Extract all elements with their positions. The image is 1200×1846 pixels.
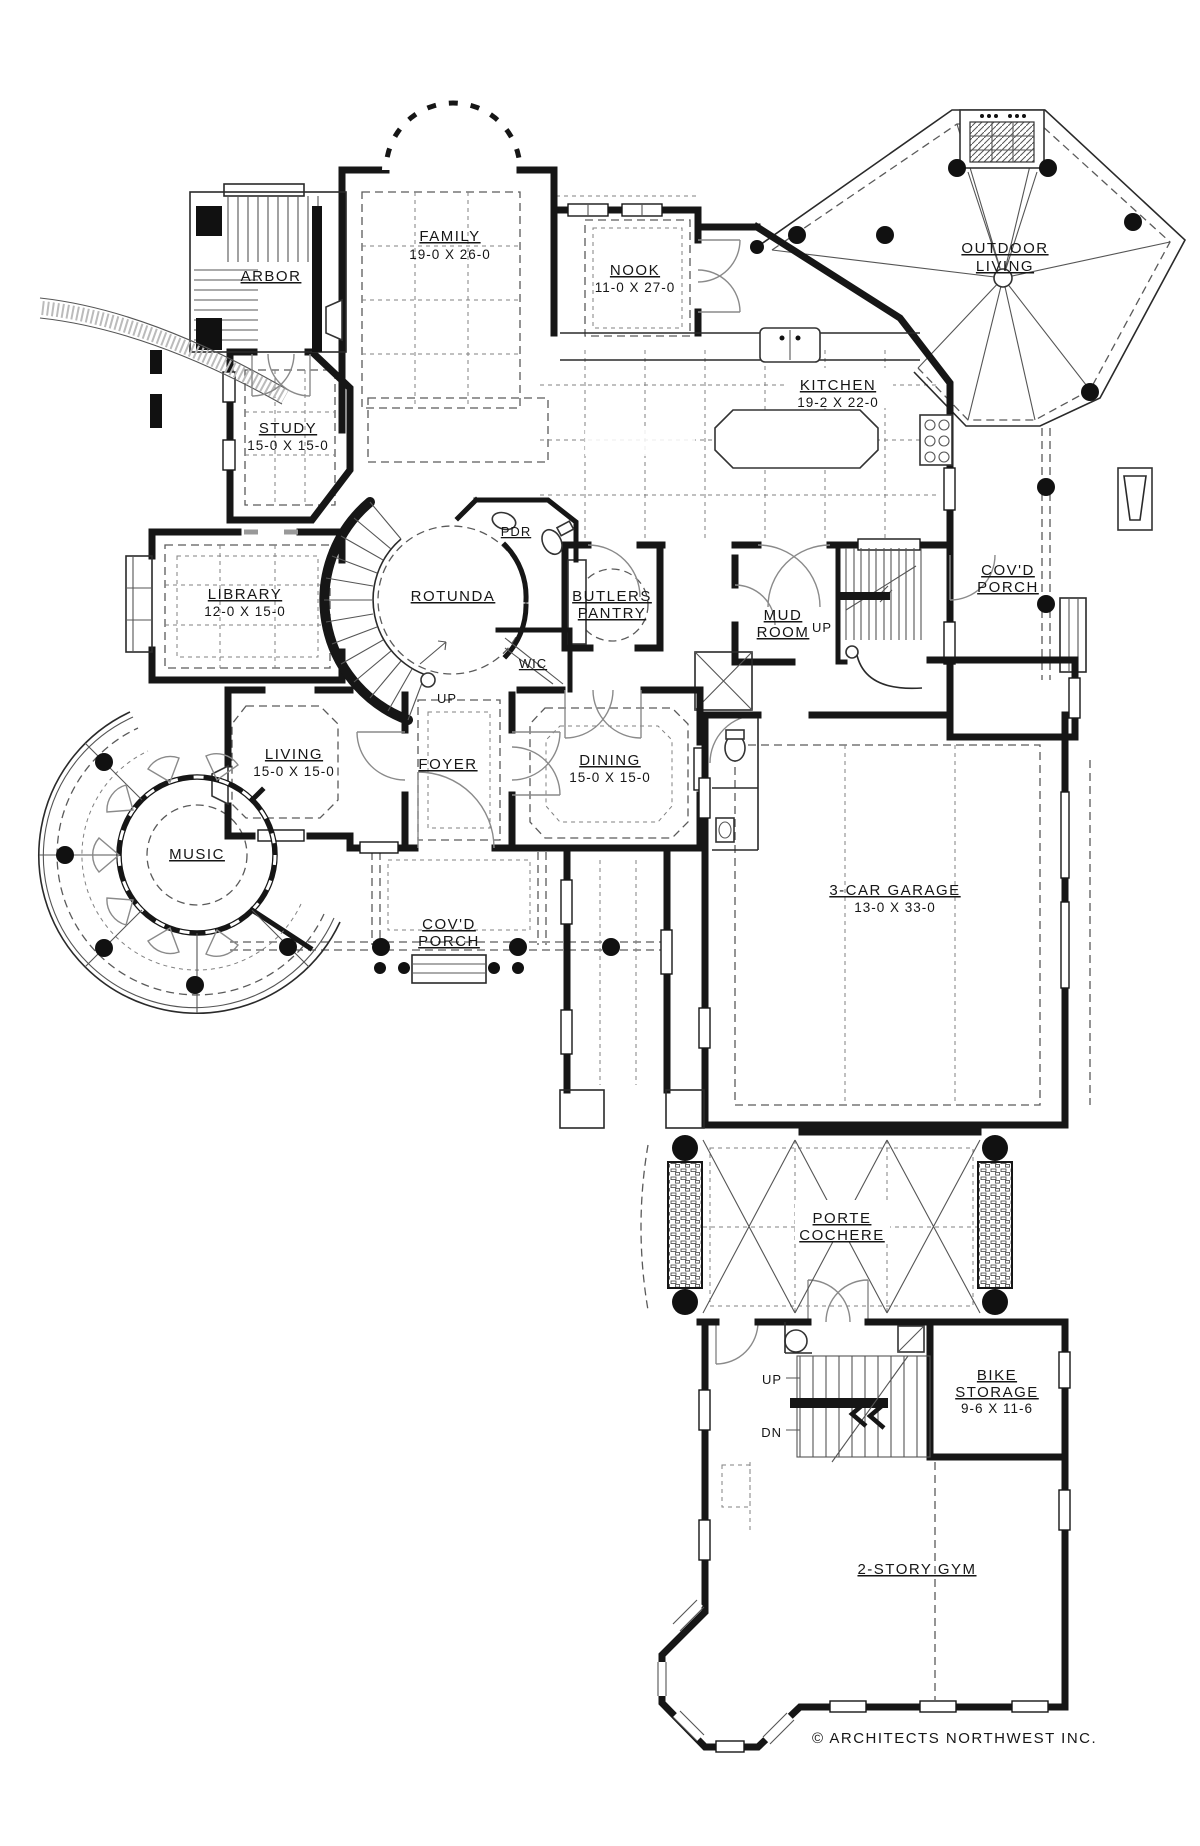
- room-label-butlers-2: PANTRY: [578, 605, 646, 622]
- stair-label-lower-up: UP: [762, 1372, 782, 1387]
- room-label-bike-1: BIKE: [977, 1367, 1017, 1384]
- outdoor-living-deck: [750, 109, 1186, 531]
- room-label-family: FAMILY: [419, 228, 480, 245]
- kitchen-fixtures: [325, 298, 953, 469]
- room-label-mud-2: ROOM: [757, 624, 810, 641]
- stair-label-rear-up: UP: [812, 620, 832, 635]
- rotunda-stair: [324, 501, 447, 721]
- stair-label-rotunda-up: UP: [437, 691, 457, 706]
- room-label-covd-front-1: COV'D: [422, 916, 476, 933]
- hall-walls: [559, 844, 705, 1129]
- room-label-mud-1: MUD: [764, 607, 803, 624]
- room-label-foyer: FOYER: [418, 756, 477, 773]
- room-label-nook: NOOK: [610, 262, 660, 279]
- room-label-kitchen: KITCHEN: [800, 377, 876, 394]
- room-label-garage: 3-CAR GARAGE: [829, 882, 960, 899]
- room-label-covd-front-2: PORCH: [418, 933, 480, 950]
- room-label-pdr: PDR: [501, 524, 531, 539]
- arbor-structure: [39, 183, 347, 405]
- garage-walls: [698, 656, 1081, 1129]
- rear-stair: [840, 548, 923, 690]
- room-label-outdoor-living-1: OUTDOOR: [961, 240, 1048, 257]
- room-label-study: STUDY: [259, 420, 317, 437]
- copyright-text: © ARCHITECTS NORTHWEST INC.: [812, 1730, 1097, 1747]
- room-label-rotunda: ROTUNDA: [411, 588, 496, 605]
- room-dims-family: 19-0 X 26-0: [409, 247, 491, 262]
- room-label-gym: 2-STORY GYM: [857, 1561, 976, 1578]
- label-backers: [585, 368, 893, 456]
- powder-fixtures: [491, 511, 575, 556]
- room-label-porte-1: PORTE: [813, 1210, 872, 1227]
- room-dims-library: 12-0 X 15-0: [204, 604, 286, 619]
- room-dims-bike: 9-6 X 11-6: [961, 1401, 1033, 1416]
- room-dims-kitchen: 19-2 X 22-0: [797, 395, 879, 410]
- room-label-arbor: ARBOR: [241, 268, 302, 285]
- lower-block: [657, 1318, 1071, 1753]
- room-label-butlers-1: BUTLERS: [572, 588, 652, 605]
- room-labels: ARBOR FAMILY 19-0 X 26-0 NOOK 11-0 X 27-…: [169, 228, 1097, 1747]
- door-arcs: [251, 239, 996, 1365]
- room-dims-living: 15-0 X 15-0: [253, 764, 335, 779]
- room-dims-nook: 11-0 X 27-0: [595, 280, 676, 295]
- room-label-covd-right-2: PORCH: [977, 579, 1039, 596]
- room-label-library: LIBRARY: [208, 586, 282, 603]
- stair-label-lower-dn: DN: [761, 1425, 782, 1440]
- right-porch: [1037, 478, 1087, 673]
- room-label-porte-2: COCHERE: [799, 1227, 885, 1244]
- front-porch: [372, 938, 620, 984]
- room-label-bike-2: STORAGE: [955, 1384, 1039, 1401]
- room-label-outdoor-living-2: LIVING: [976, 258, 1034, 275]
- room-label-wic: WIC: [519, 656, 547, 671]
- room-label-dining: DINING: [579, 752, 641, 769]
- music-porch: [38, 711, 341, 1014]
- room-label-music: MUSIC: [169, 846, 225, 863]
- room-label-covd-right-1: COV'D: [981, 562, 1035, 579]
- porte-cochere: [667, 1128, 1069, 1326]
- room-dims-garage: 13-0 X 33-0: [854, 900, 936, 915]
- room-label-living: LIVING: [265, 746, 323, 763]
- room-dims-study: 15-0 X 15-0: [247, 438, 329, 453]
- room-dims-dining: 15-0 X 15-0: [569, 770, 651, 785]
